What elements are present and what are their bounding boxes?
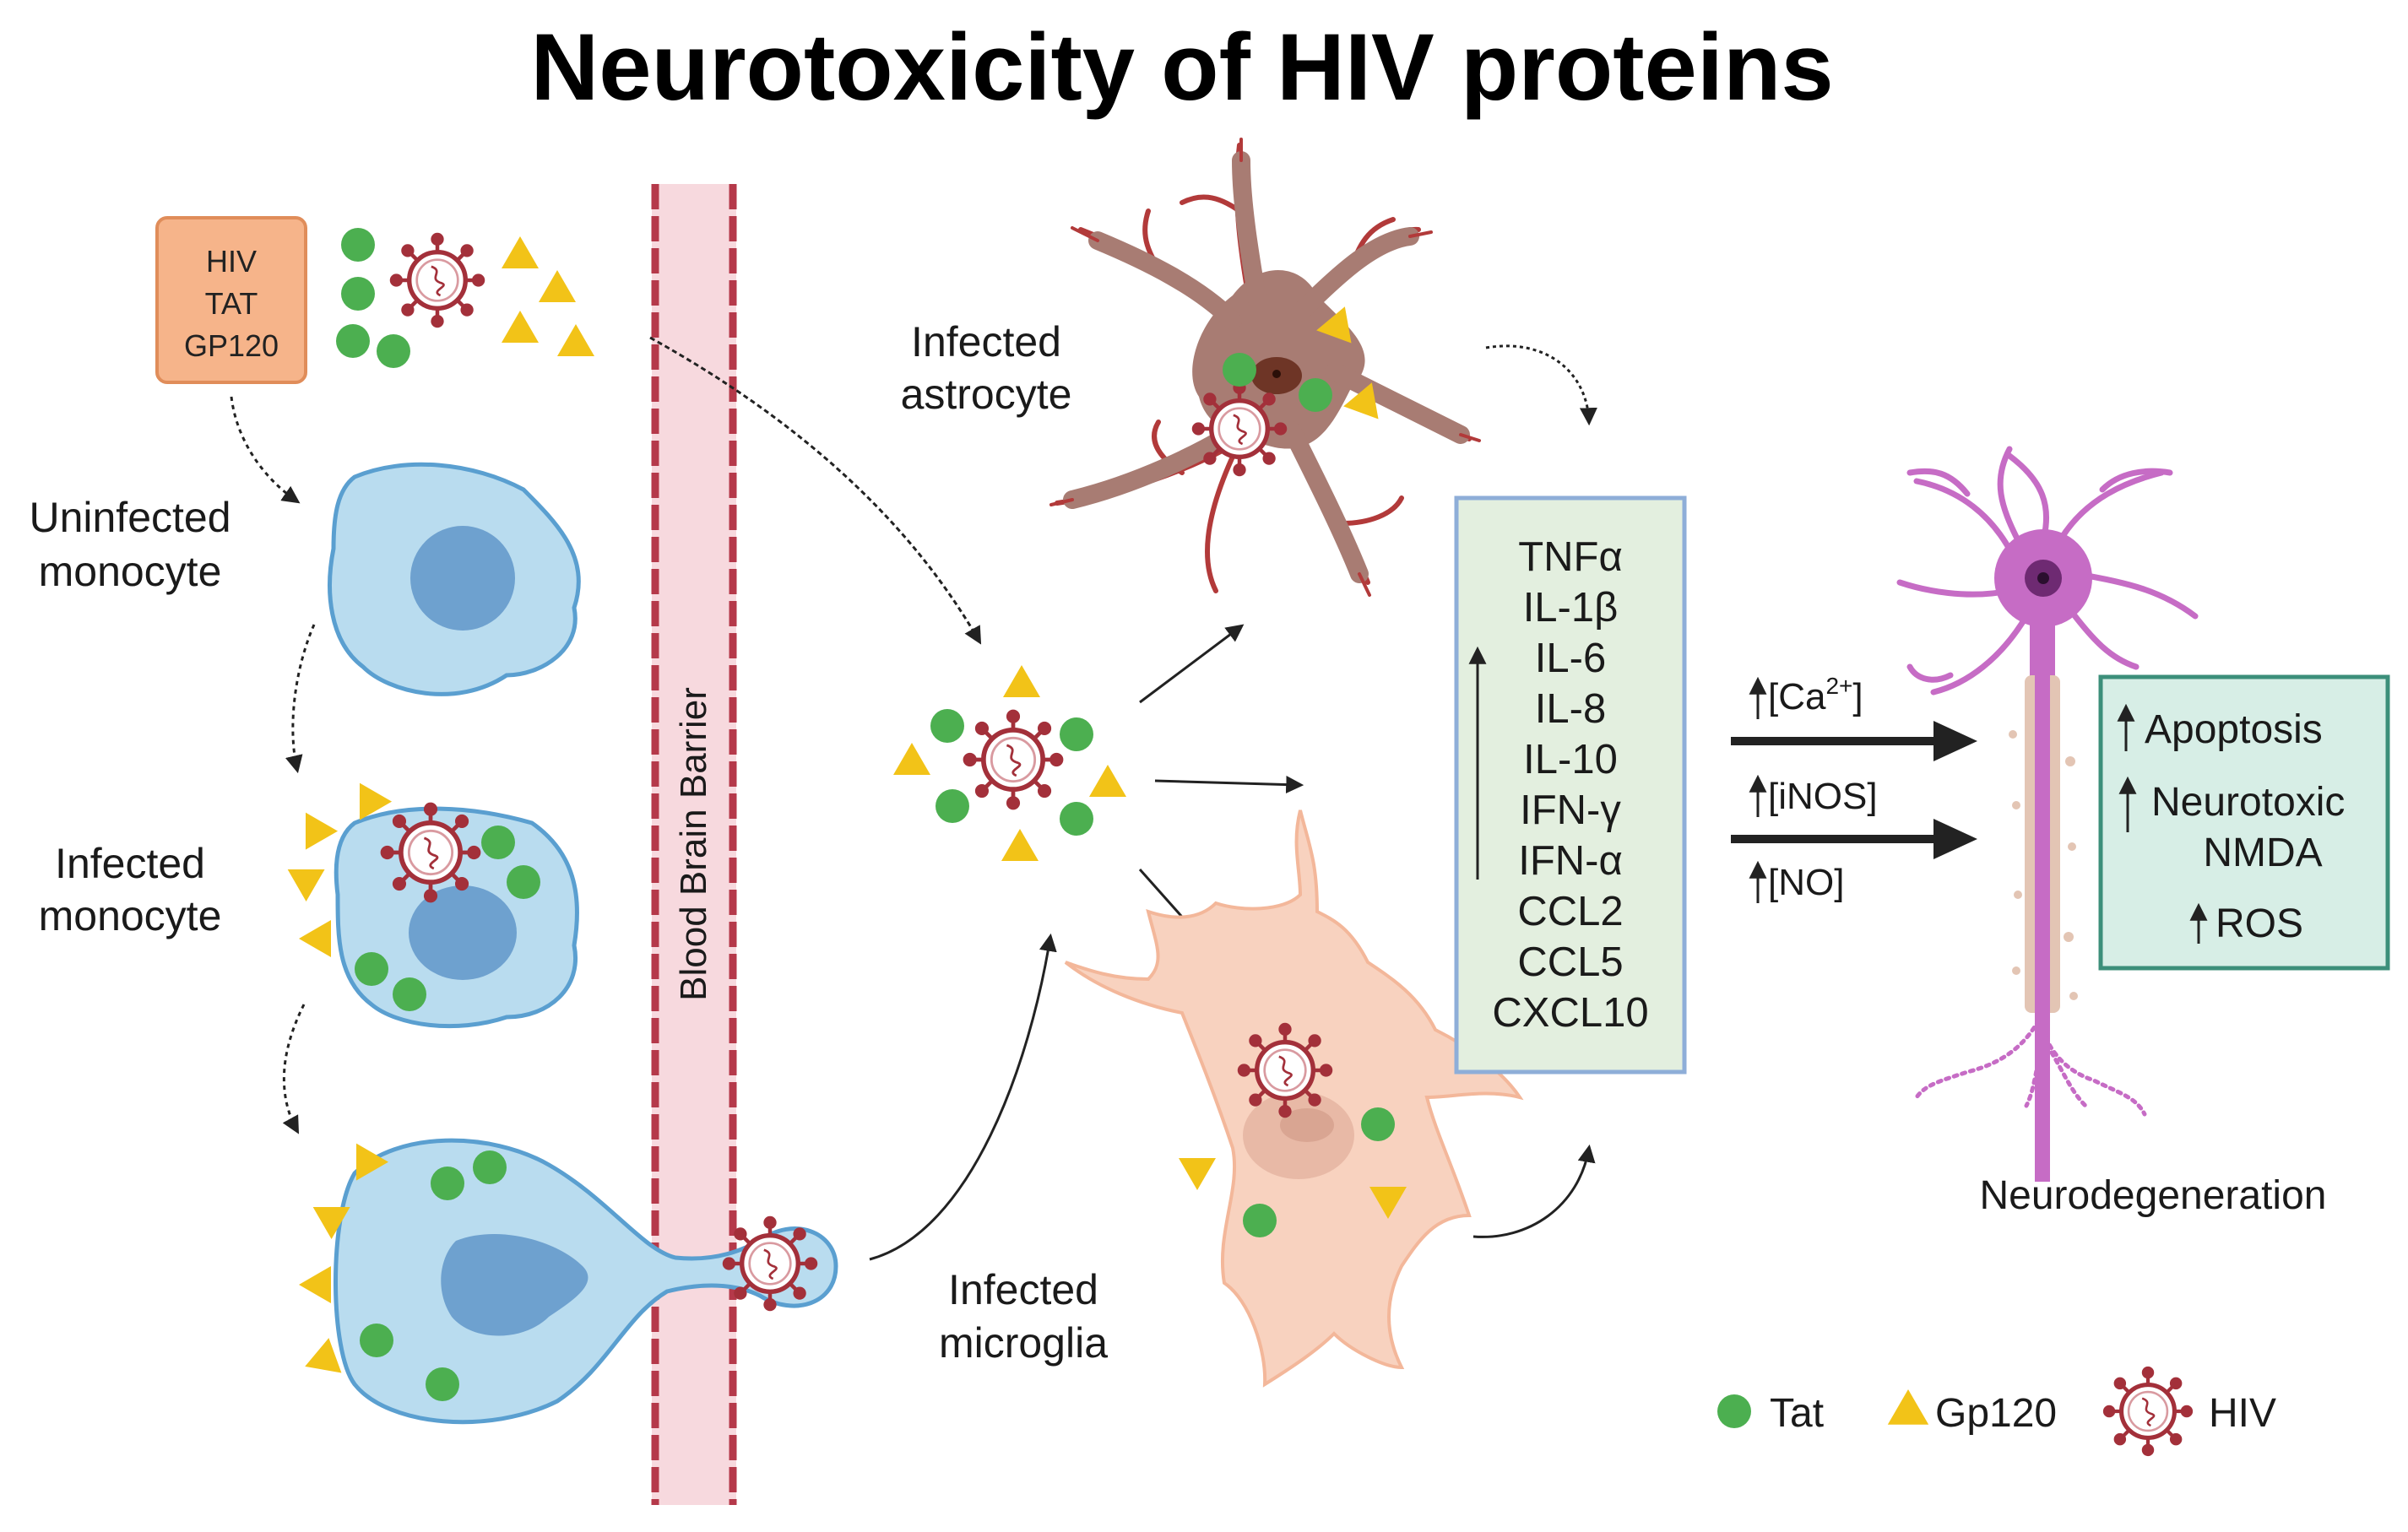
legend-gp120-swatch bbox=[1887, 1389, 1929, 1425]
outcome-neurotoxic: Neurotoxic bbox=[2151, 780, 2345, 825]
infected-astrocyte-label: Infected bbox=[911, 318, 1061, 365]
diagram-title: Neurotoxicity of HIV proteins bbox=[530, 14, 1833, 120]
legend: Tat Gp120 HIV bbox=[1717, 1368, 2276, 1454]
cytokine-tnfa: TNFα bbox=[1518, 534, 1623, 580]
cytokine-ifng: IFN-γ bbox=[1520, 788, 1621, 833]
neurodegeneration-label: Neurodegeneration bbox=[1980, 1173, 2327, 1218]
cytokine-ccl5: CCL5 bbox=[1517, 939, 1623, 985]
uninfected-monocyte-label: Uninfected bbox=[29, 494, 230, 541]
outcome-nmda: NMDA bbox=[2203, 831, 2322, 875]
outcome-ros: ROS bbox=[2215, 901, 2303, 946]
legend-hiv-label: HIV bbox=[2209, 1391, 2276, 1436]
tat-particle bbox=[336, 324, 370, 358]
mediator-inos: [iNOS] bbox=[1768, 776, 1878, 817]
bbb-label: Blood Brain Barrier bbox=[673, 687, 714, 1001]
cytokine-ifna: IFN-α bbox=[1518, 838, 1623, 884]
cytokine-release-arrows bbox=[1472, 344, 1597, 1238]
tat-particle bbox=[377, 334, 410, 368]
uninfected-monocyte-label: monocyte bbox=[39, 548, 222, 595]
source-line-tat: TAT bbox=[205, 286, 258, 321]
infected-astrocyte bbox=[1049, 138, 1481, 597]
infected-astrocyte-label: astrocyte bbox=[901, 371, 1072, 418]
gp120-particle bbox=[502, 236, 539, 268]
uninfected-monocyte bbox=[328, 462, 581, 696]
cytokine-il10: IL-10 bbox=[1523, 737, 1618, 782]
mediator-calcium: [Ca2+] bbox=[1768, 673, 1863, 717]
gp120-particle bbox=[557, 324, 594, 356]
released-virus-cluster bbox=[893, 665, 1126, 861]
cytokine-il8: IL-8 bbox=[1535, 686, 1606, 732]
legend-tat-label: Tat bbox=[1770, 1391, 1824, 1436]
legend-gp120-label: Gp120 bbox=[1935, 1391, 2057, 1436]
source-box: HIV TAT GP120 bbox=[155, 216, 307, 384]
migration-arrows bbox=[649, 336, 1057, 1261]
monocyte-progression-arrows bbox=[230, 396, 316, 1134]
cytokine-cxcl10: CXCL10 bbox=[1492, 990, 1648, 1036]
tat-particle bbox=[341, 277, 375, 311]
transmigrating-monocyte bbox=[298, 1134, 838, 1425]
infected-microglia bbox=[1064, 809, 1524, 1388]
outcome-apoptosis: Apoptosis bbox=[2145, 707, 2323, 752]
gp120-particle bbox=[502, 311, 539, 343]
source-line-gp120: GP120 bbox=[184, 328, 279, 363]
mediator-no: [NO] bbox=[1768, 862, 1844, 903]
legend-tat-swatch bbox=[1717, 1394, 1751, 1428]
cytokine-ccl2: CCL2 bbox=[1517, 889, 1623, 934]
infected-monocyte-label: Infected bbox=[55, 840, 205, 887]
infected-microglia-label: Infected bbox=[948, 1266, 1098, 1313]
hiv-virion bbox=[392, 235, 483, 326]
tat-particle bbox=[341, 228, 375, 262]
infected-microglia-label: microglia bbox=[939, 1319, 1108, 1367]
cytokine-box: TNFα IL-1β IL-6 IL-8 IL-10 IFN-γ IFN-α C… bbox=[1454, 495, 1687, 1075]
cytokine-il1b: IL-1β bbox=[1523, 585, 1619, 631]
infected-monocyte-label: monocyte bbox=[39, 892, 222, 939]
source-line-hiv: HIV bbox=[206, 244, 257, 279]
neuron bbox=[1896, 446, 2199, 1182]
source-particles bbox=[336, 228, 594, 368]
mediators: [Ca2+] [iNOS] [NO] bbox=[1731, 673, 1977, 903]
outcome-box: Apoptosis Neurotoxic NMDA ROS bbox=[2098, 674, 2390, 971]
legend-hiv-swatch bbox=[2105, 1368, 2191, 1454]
gp120-particle bbox=[539, 270, 576, 302]
cytokine-il6: IL-6 bbox=[1535, 636, 1606, 681]
infected-monocyte bbox=[278, 773, 579, 1029]
